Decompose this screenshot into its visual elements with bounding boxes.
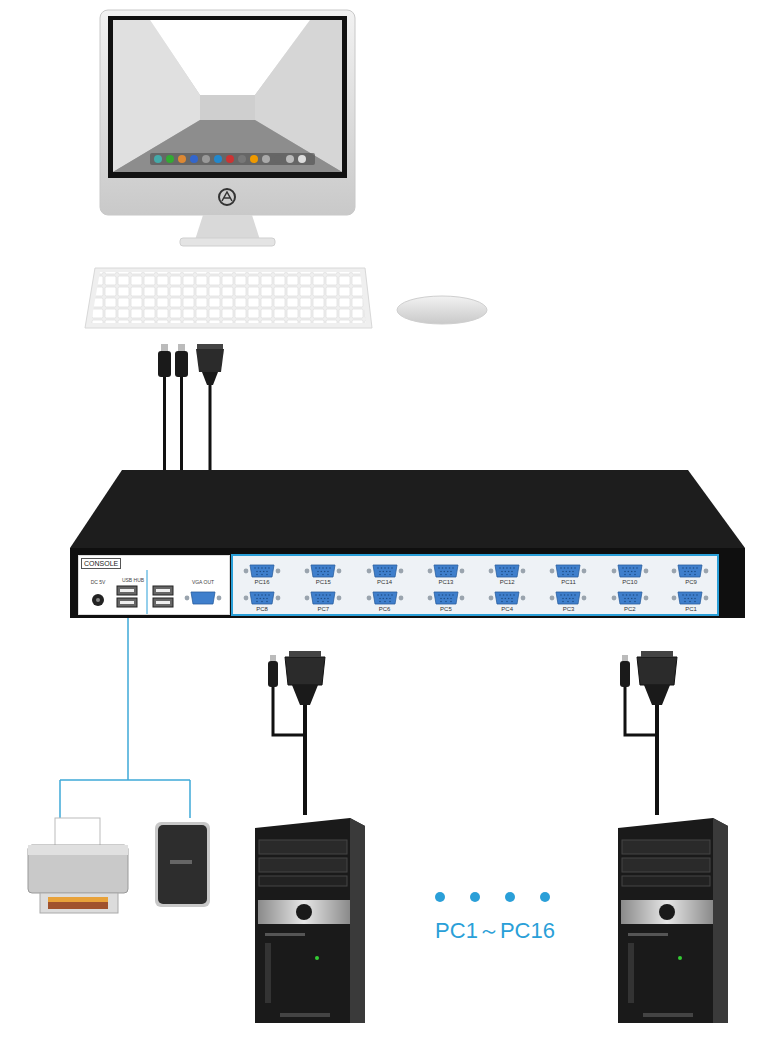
kvm-switch [70, 470, 745, 618]
console-cables [158, 344, 224, 480]
pc-tower [618, 818, 728, 1023]
monitor [100, 10, 355, 246]
port-number: PC4 [501, 606, 513, 612]
port-number: PC1 [685, 606, 697, 612]
vga-ports [244, 565, 709, 604]
port-number: PC7 [317, 606, 329, 612]
port-number: PC5 [440, 606, 452, 612]
port-number: PC2 [624, 606, 636, 612]
port-number: PC9 [685, 579, 697, 585]
ellipsis-dots [435, 892, 550, 902]
port-number: PC11 [561, 579, 576, 585]
port-number: PC6 [379, 606, 391, 612]
hard-drive [155, 822, 210, 907]
pc-cables [620, 651, 677, 815]
port-number: PC10 [622, 579, 637, 585]
port-number: PC12 [500, 579, 515, 585]
port-number: PC3 [563, 606, 575, 612]
port-number: PC16 [254, 579, 269, 585]
mouse [397, 296, 487, 324]
printer [28, 818, 128, 913]
pc-cables [268, 651, 325, 815]
console-panel: CONSOLE DC 5V USB HUB VGA OUT [78, 555, 230, 615]
panel-heading: CONSOLE [81, 558, 121, 569]
pc-tower [255, 818, 365, 1023]
port-label: VGA OUT [192, 580, 214, 585]
port-number: PC15 [316, 579, 331, 585]
port-number: PC14 [377, 579, 392, 585]
usb-hub-line [60, 618, 190, 818]
port-label: USB HUB [122, 578, 144, 583]
keyboard [85, 268, 372, 328]
pc-range-label: PC1～PC16 [435, 920, 555, 942]
port-number: PC13 [438, 579, 453, 585]
port-label: DC 5V [91, 580, 106, 585]
port-number: PC8 [256, 606, 268, 612]
